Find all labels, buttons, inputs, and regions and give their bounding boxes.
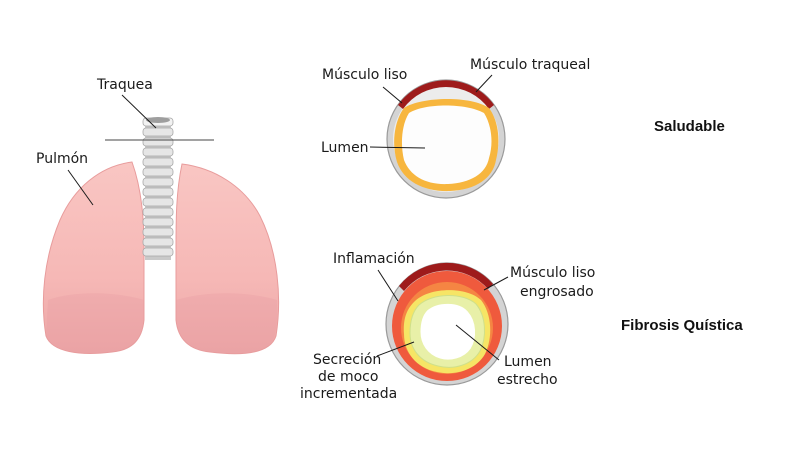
mucus-label-line2: de moco	[318, 369, 378, 385]
trachea-ring	[142, 207, 174, 217]
lumen-label: Lumen	[321, 140, 369, 156]
trachea-ring	[142, 167, 174, 177]
right-lung	[175, 163, 280, 355]
trachea-ring	[142, 137, 174, 147]
inflammation-label: Inflamación	[333, 251, 415, 267]
healthy-airway-section	[386, 79, 506, 199]
trachea-ring	[142, 227, 174, 237]
trachea-ring	[142, 147, 174, 157]
cf-airway-section	[385, 262, 509, 386]
healthy-tracheal-muscle	[398, 80, 494, 109]
trachea-label: Traquea	[96, 77, 153, 93]
tracheal-muscle-label: Músculo traqueal	[470, 57, 590, 73]
smooth-muscle-label: Músculo liso	[322, 67, 407, 83]
trachea-ring	[142, 157, 174, 167]
trachea-ring	[142, 177, 174, 187]
trachea-ring	[142, 127, 174, 137]
cf-tracheal-muscle	[399, 262, 493, 291]
cf-title: Fibrosis Quística	[621, 317, 743, 334]
healthy-title: Saludable	[654, 118, 725, 135]
trachea-ring	[142, 187, 174, 197]
trachea-opening	[146, 117, 170, 123]
thick-muscle-label-line1: Músculo liso	[510, 265, 595, 281]
lung-label: Pulmón	[36, 151, 88, 167]
trachea-ring	[142, 237, 174, 247]
cf-narrow-lumen	[419, 302, 476, 361]
lungs	[42, 161, 280, 355]
narrow-lumen-label-line2: estrecho	[497, 372, 558, 388]
mucus-label-line1: Secreción	[313, 352, 381, 368]
trachea	[142, 117, 174, 260]
thick-muscle-label-line2: engrosado	[520, 284, 594, 300]
narrow-lumen-label-line1: Lumen	[504, 354, 552, 370]
trachea-ring	[142, 197, 174, 207]
healthy-lumen	[401, 105, 492, 185]
trachea-ring	[142, 217, 174, 227]
mucus-label-line3: incrementada	[300, 386, 397, 402]
trachea-ring	[142, 247, 174, 257]
